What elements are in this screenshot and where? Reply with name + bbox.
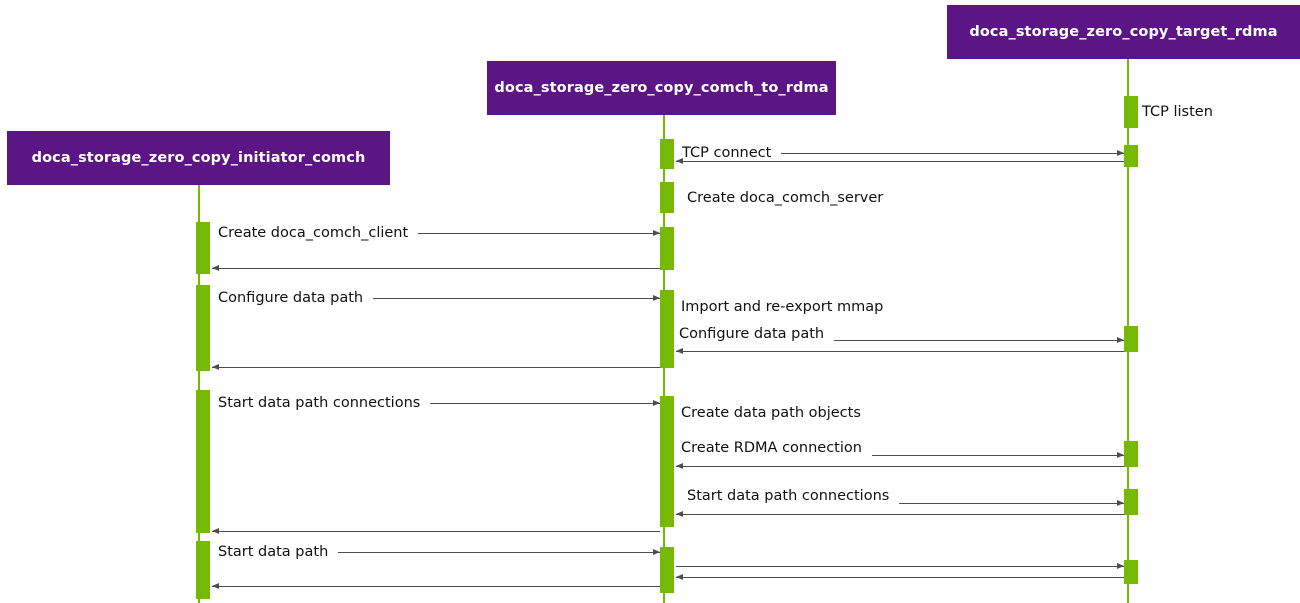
message-arrowhead-create-rdma-connection (1117, 452, 1124, 458)
participant-label-target_rdma: doca_storage_zero_copy_target_rdma (969, 24, 1278, 40)
message-arrowhead-configure-data-path-1-return (212, 364, 219, 370)
message-arrowhead-start-data-path-fwd (1117, 563, 1124, 569)
message-arrow-configure-data-path-1-return (212, 367, 660, 368)
message-label-start-data-path: Start data path (218, 544, 329, 560)
message-label-start-data-path-connections-2: Start data path connections (687, 488, 890, 504)
activation-bar-comch_to_rdma (660, 182, 674, 213)
participant-box-target_rdma[interactable]: doca_storage_zero_copy_target_rdma (947, 5, 1300, 59)
activation-bar-target_rdma (1124, 441, 1138, 467)
activation-bar-target_rdma (1124, 145, 1138, 167)
message-arrowhead-configure-data-path-2 (1117, 337, 1124, 343)
participant-box-comch_to_rdma[interactable]: doca_storage_zero_copy_comch_to_rdma (487, 61, 836, 115)
message-label-tcp-connect: TCP connect (682, 145, 772, 161)
message-arrow-create-rdma-connection-return (676, 466, 1124, 467)
message-arrowhead-start-data-path-connections-2 (1117, 500, 1124, 506)
message-arrow-tcp-connect (781, 153, 1124, 154)
message-arrow-start-data-path-return (212, 586, 660, 587)
message-arrow-start-data-path-fwd-return (676, 577, 1124, 578)
message-arrowhead-start-data-path-return (212, 583, 219, 589)
message-arrow-start-data-path-connections-2 (899, 503, 1124, 504)
message-arrowhead-start-data-path-connections-1 (653, 400, 660, 406)
message-arrowhead-tcp-connect (1117, 150, 1124, 156)
message-arrow-create-rdma-connection (871, 455, 1124, 456)
activation-bar-target_rdma (1124, 326, 1138, 352)
activation-bar-comch_to_rdma (660, 227, 674, 270)
message-arrowhead-start-data-path-fwd-return (676, 574, 683, 580)
message-arrow-configure-data-path-2-return (676, 351, 1124, 352)
activation-bar-comch_to_rdma (660, 396, 674, 527)
activation-bar-initiator (196, 390, 210, 533)
activation-bar-target_rdma (1124, 489, 1138, 515)
message-arrow-start-data-path (338, 552, 660, 553)
message-label-create-data-path-objects: Create data path objects (681, 405, 861, 421)
message-arrowhead-start-data-path-connections-2-return (676, 511, 683, 517)
message-label-create-doca-comch-client: Create doca_comch_client (218, 225, 409, 241)
message-arrowhead-create-doca-comch-client (653, 230, 660, 236)
activation-bar-initiator (196, 285, 210, 371)
message-arrow-create-doca-comch-client-return (212, 268, 660, 269)
message-label-import-reexport-mmap: Import and re-export mmap (681, 299, 884, 315)
message-arrow-create-doca-comch-client (418, 233, 660, 234)
activation-bar-target_rdma (1124, 96, 1138, 128)
activation-bar-comch_to_rdma (660, 290, 674, 368)
participant-box-initiator[interactable]: doca_storage_zero_copy_initiator_comch (7, 131, 390, 185)
message-label-configure-data-path-1: Configure data path (218, 290, 364, 306)
message-arrow-start-data-path-connections-2-return (676, 514, 1124, 515)
message-arrow-start-data-path-fwd (676, 566, 1124, 567)
participant-label-comch_to_rdma: doca_storage_zero_copy_comch_to_rdma (494, 80, 829, 96)
message-arrow-configure-data-path-1 (373, 298, 660, 299)
message-label-configure-data-path-2: Configure data path (679, 326, 825, 342)
message-label-create-rdma-connection: Create RDMA connection (681, 440, 862, 456)
message-arrowhead-start-data-path-connections-1-return (212, 528, 219, 534)
message-arrowhead-configure-data-path-1 (653, 295, 660, 301)
message-arrowhead-create-rdma-connection-return (676, 463, 683, 469)
message-arrow-start-data-path-connections-1 (430, 403, 660, 404)
message-arrow-start-data-path-connections-1-return (212, 531, 660, 532)
message-arrowhead-start-data-path (653, 549, 660, 555)
message-arrowhead-tcp-connect-return (676, 158, 683, 164)
message-arrow-configure-data-path-2 (834, 340, 1124, 341)
activation-bar-initiator (196, 541, 210, 599)
activation-bar-comch_to_rdma (660, 139, 674, 169)
message-arrow-tcp-connect-return (676, 161, 1124, 162)
message-label-create-doca-comch-server: Create doca_comch_server (687, 190, 884, 206)
message-label-tcp-listen: TCP listen (1142, 104, 1213, 120)
message-arrowhead-configure-data-path-2-return (676, 348, 683, 354)
activation-bar-initiator (196, 222, 210, 274)
message-label-start-data-path-connections-1: Start data path connections (218, 395, 421, 411)
participant-label-initiator: doca_storage_zero_copy_initiator_comch (31, 150, 366, 166)
message-arrowhead-create-doca-comch-client-return (212, 265, 219, 271)
activation-bar-comch_to_rdma (660, 547, 674, 593)
activation-bar-target_rdma (1124, 560, 1138, 584)
